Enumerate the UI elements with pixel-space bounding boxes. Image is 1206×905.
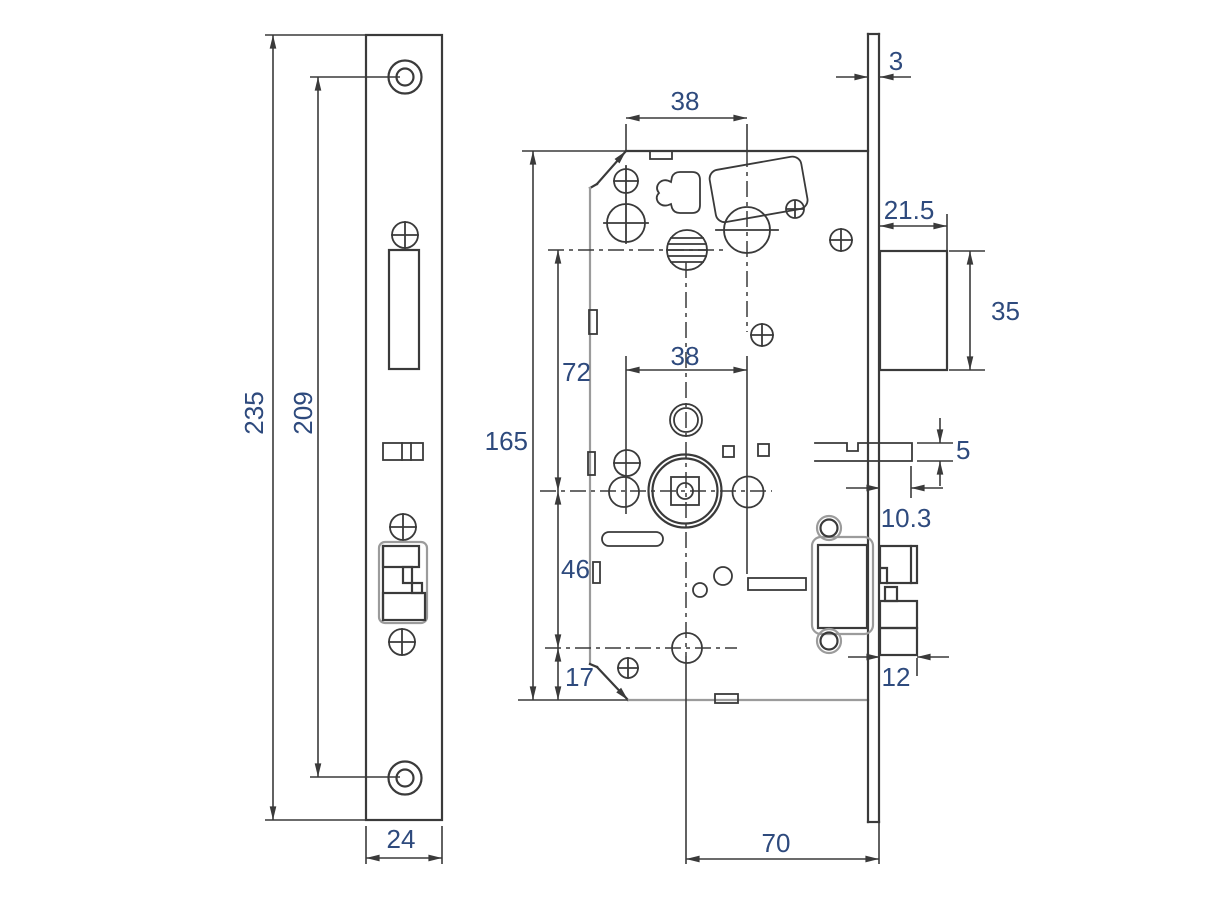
dimension-hub-offset-top: 38 — [625, 86, 748, 150]
edge-tab — [588, 309, 598, 335]
latchbolt-cutout — [387, 248, 421, 371]
edge-tab — [592, 561, 601, 584]
spring-housing — [708, 155, 809, 224]
square-hole — [722, 445, 735, 458]
dimension-spindle-hole-span: 38 — [625, 341, 748, 574]
dimension-deadbolt-throw: 12 — [848, 653, 949, 692]
dimension-aux-bolt-projection: 10.3 — [846, 466, 943, 533]
phillips-screw — [785, 199, 805, 219]
dimension-latch-height: 35 — [949, 250, 1020, 371]
handle-fixing-hole — [608, 476, 640, 508]
dimension-label-3: 3 — [889, 46, 903, 76]
dimension-label-10-3: 10.3 — [881, 503, 932, 533]
link-bar — [747, 577, 807, 591]
phillips-screw — [613, 449, 641, 477]
pin-hole — [713, 566, 733, 586]
dimension-lower-hole-to-base: 17 — [554, 647, 594, 701]
cam-plate — [655, 171, 701, 214]
dimension-label-70: 70 — [762, 828, 791, 858]
top-edge-notch — [649, 150, 673, 160]
dimension-label-165: 165 — [485, 426, 528, 456]
dimension-backset: 70 — [685, 656, 880, 864]
latch-bolt — [878, 249, 949, 372]
follower-hub-hole — [715, 206, 779, 254]
dimension-faceplate-width: 24 — [365, 824, 443, 864]
cylinder-pin-hole — [669, 403, 703, 437]
cylinder-adjuster — [666, 229, 708, 271]
dimension-case-height: 165 — [485, 150, 628, 701]
front-view-faceplate — [364, 33, 444, 822]
dimension-screw-spacing: 209 — [288, 76, 400, 778]
dimension-label-21-5: 21.5 — [884, 195, 935, 225]
adjustment-window — [382, 442, 424, 461]
dimension-label-235: 235 — [239, 391, 269, 434]
phillips-screw — [617, 657, 639, 679]
auxiliary-bolt — [814, 442, 913, 462]
dimension-label-17: 17 — [565, 662, 594, 692]
pin-hole — [692, 582, 708, 598]
forend-plate — [866, 32, 881, 824]
phillips-screw — [829, 228, 853, 252]
dimension-label-24: 24 — [387, 824, 416, 854]
case-outline — [588, 149, 870, 704]
slot-hole — [601, 531, 664, 547]
deadbolt-cutout — [377, 540, 429, 625]
phillips-screw — [388, 628, 416, 656]
phillips-screw — [391, 221, 419, 249]
dimension-latch-projection: 21.5 — [879, 195, 948, 260]
spindle-follower — [647, 453, 723, 529]
edge-tab — [587, 451, 596, 476]
dimension-label-46: 46 — [561, 554, 590, 584]
handle-fixing-hole — [731, 475, 765, 509]
bottom-chamfer — [595, 665, 630, 702]
phillips-screw — [389, 513, 417, 541]
square-hole — [757, 443, 770, 457]
dimension-label-35: 35 — [991, 296, 1020, 326]
phillips-screw — [750, 323, 774, 347]
dimension-hub-to-spindle: 72 — [554, 249, 591, 492]
dimension-spindle-to-lower-hole: 46 — [554, 490, 590, 649]
dimension-overall-height: 235 — [239, 34, 366, 821]
bottom-edge-notch — [714, 693, 739, 704]
deadbolt-assembly — [810, 514, 875, 655]
faceplate-outline — [364, 33, 444, 822]
dimension-label-38-mid: 38 — [671, 341, 700, 371]
dimension-label-209: 209 — [288, 391, 318, 434]
dimension-aux-bolt-height: 5 — [917, 418, 970, 486]
fixing-hole — [603, 203, 649, 243]
side-view-lock-body — [540, 32, 949, 824]
dimension-label-12: 12 — [882, 662, 911, 692]
deadbolt-projection — [878, 544, 919, 657]
dimension-label-38-top: 38 — [671, 86, 700, 116]
dimension-forend-thickness: 3 — [836, 46, 911, 81]
top-chamfer — [595, 149, 628, 186]
dimension-label-72: 72 — [562, 357, 591, 387]
dimension-label-5: 5 — [956, 435, 970, 465]
lower-fixing-hole — [671, 632, 703, 664]
mounting-screw-hole-bottom — [387, 760, 423, 796]
